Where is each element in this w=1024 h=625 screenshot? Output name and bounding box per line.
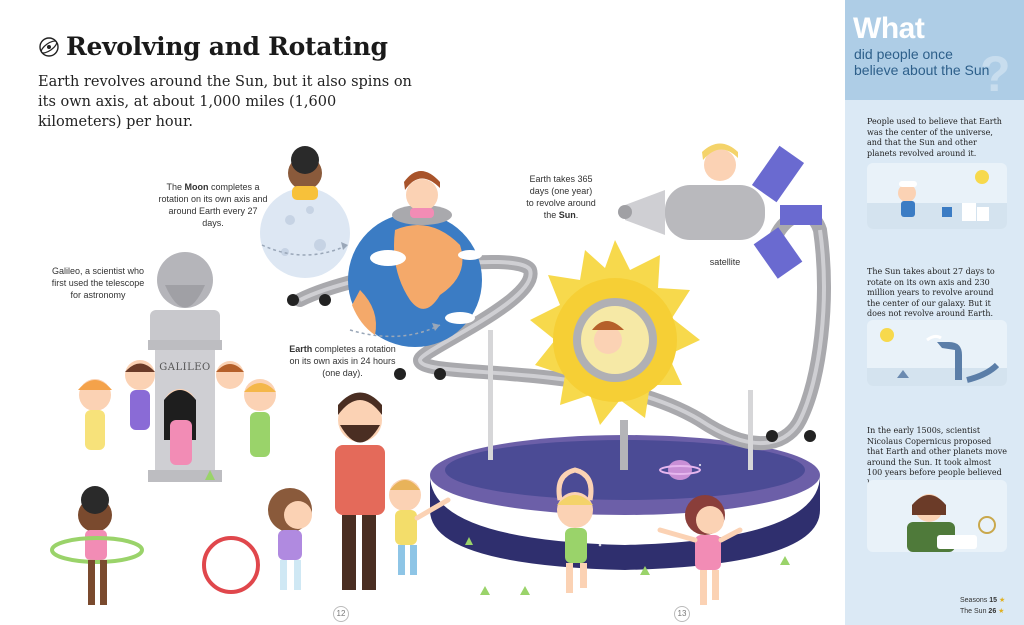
hoop-on-ground <box>202 536 260 594</box>
pointing-boy <box>389 479 451 575</box>
caption-sun: Earth takes 365 days (one year) to revol… <box>526 174 596 220</box>
caption-satellite: satellite <box>709 257 741 267</box>
sidebar-image-dinosaur <box>867 320 1007 386</box>
satellite-illustration <box>618 143 822 279</box>
sidebar-paragraph-1: People used to believe that Earth was th… <box>867 117 1002 158</box>
sidebar-heading-small: did people once believe about the Sun <box>854 46 990 78</box>
page-title: Revolving and Rotating <box>66 32 388 61</box>
sun-illustration <box>530 240 700 425</box>
star-icon: ★ <box>998 597 1006 604</box>
sidebar-paragraph-2: The Sun takes about 27 days to rotate on… <box>867 267 995 318</box>
sidebar-image-beach <box>867 163 1007 229</box>
statue-plaque: GALILEO <box>159 362 211 373</box>
ride-base <box>430 475 820 570</box>
dancing-kids <box>556 467 743 605</box>
cross-reference-sun[interactable]: The Sun 26 ★ <box>960 608 1005 615</box>
title-row: Revolving and Rotating <box>38 32 388 61</box>
intro-text: Earth revolves around the Sun, but it al… <box>38 74 412 130</box>
sidebar-image-copernicus <box>867 480 1007 552</box>
earth-illustration <box>348 171 482 347</box>
main-page: Revolving and Rotating Earth revolves ar… <box>38 32 831 622</box>
bearded-man <box>335 392 385 590</box>
sidebar-heading-big: What <box>853 12 925 45</box>
children-group-left <box>50 360 276 605</box>
star-icon: ★ <box>998 608 1005 615</box>
sidebar-panel: ? What did people once believe about the… <box>845 0 1024 625</box>
caption-galileo: Galileo, a scientist who first used the … <box>51 266 145 300</box>
page-number-left: 12 <box>333 606 349 622</box>
page-number-right: 13 <box>674 606 690 622</box>
atom-orbit-icon <box>39 36 59 57</box>
cross-reference-seasons[interactable]: Seasons 15 ★ <box>960 597 1006 604</box>
main-illustration <box>50 143 831 605</box>
caption-moon: The Moon completes a rotation on its own… <box>158 182 268 228</box>
running-girl <box>268 488 312 590</box>
sidebar-heading-box: ? What did people once believe about the… <box>845 0 1024 102</box>
moon-illustration <box>260 146 350 278</box>
caption-earth: Earth completes a rotation on its own ax… <box>289 344 396 378</box>
question-mark-icon: ? <box>980 46 1011 102</box>
